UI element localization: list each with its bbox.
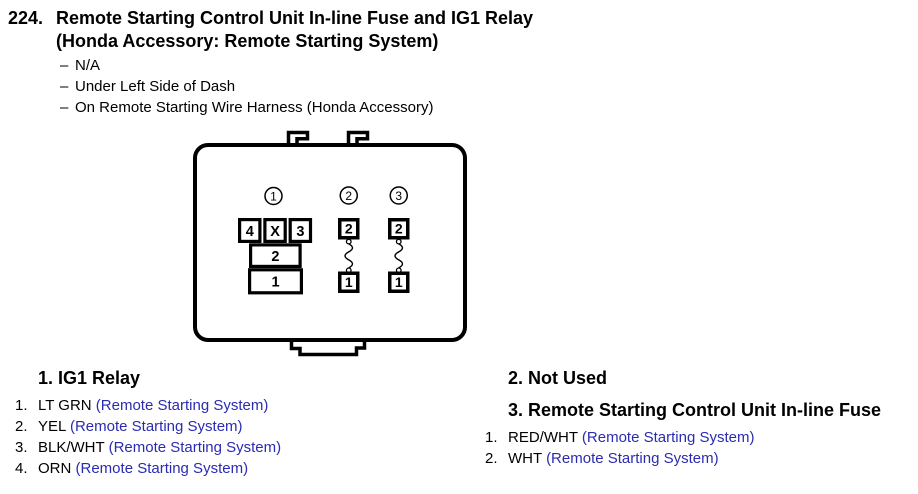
system-link[interactable]: (Remote Starting System) [75,460,249,477]
system-link[interactable]: (Remote Starting System) [546,450,719,467]
fuse-right-pin-2: 2 [395,221,403,237]
figure-number: 224. [8,8,44,28]
fuse-wire-squiggle [344,243,354,269]
svg-text:2: 2 [345,189,352,203]
item-number: 4. [15,460,28,477]
dash: – [60,99,69,116]
relay-wire-list: 1. LT GRN (Remote Starting System) 2. YEL … [15,395,281,479]
mount-tab-bottom [289,340,367,357]
mount-tab-top-right [346,130,370,145]
list-item: 1. RED/WHT (Remote Starting System) [485,427,754,448]
system-link[interactable]: (Remote Starting System) [95,397,269,414]
wire-color: RED/WHT [508,429,578,446]
system-link[interactable]: (Remote Starting System) [581,429,755,446]
legend-heading-ig1-relay: 1. IG1 Relay [38,368,141,388]
relay-pin-3: 3 [296,224,304,240]
wire-color: LT GRN [38,397,92,414]
connector-diagram-svg: 1 2 3 4 X 3 2 1 2 1 2 1 [193,130,467,357]
figure-title-line1: Remote Starting Control Unit In-line Fus… [56,8,534,28]
location-notes: –N/A –Under Left Side of Dash –On Remote… [60,55,433,118]
fuse-left-pin-1: 1 [345,274,353,290]
list-item: 2. WHT (Remote Starting System) [485,448,754,469]
svg-text:3: 3 [395,189,402,203]
fuse-symbol-right: 2 1 [388,218,410,293]
dash: – [60,57,69,74]
item-number: 2. [485,450,498,467]
relay-socket: 4 X 3 2 1 [238,218,313,295]
fuse-wire-squiggle [394,243,404,269]
system-link[interactable]: (Remote Starting System) [108,439,282,456]
list-item: 4. ORN (Remote Starting System) [15,458,281,479]
system-link[interactable]: (Remote Starting System) [69,418,243,435]
group-label-3: 3 [389,186,408,205]
wire-color: ORN [38,460,72,477]
item-number: 3. [15,439,28,456]
group-label-2: 2 [339,186,358,205]
fuse-symbol-left: 2 1 [338,218,360,293]
wire-color: WHT [508,450,542,467]
relay-pin-4: 4 [246,224,254,240]
note-text: Under Left Side of Dash [75,78,236,95]
fuse-wire-list: 1. RED/WHT (Remote Starting System) 2. WHT… [485,427,754,469]
list-item: 3. BLK/WHT (Remote Starting System) [15,437,281,458]
legend-heading-not-used: 2. Not Used [508,368,608,388]
item-number: 2. [15,418,28,435]
item-number: 1. [485,429,498,446]
relay-pin-2: 2 [271,249,279,265]
mount-tab-top-left [286,130,310,145]
note-text: On Remote Starting Wire Harness (Honda A… [75,99,434,116]
location-note: –N/A [60,55,433,76]
group-label-1: 1 [264,186,283,206]
list-item: 2. YEL (Remote Starting System) [15,416,281,437]
relay-pin-1: 1 [271,275,279,291]
location-note: –Under Left Side of Dash [60,76,433,97]
figure-title-line2: (Honda Accessory: Remote Starting System… [56,31,439,51]
svg-text:1: 1 [270,190,277,204]
relay-pin-x: X [270,224,280,240]
wire-color: YEL [38,418,66,435]
note-text: N/A [75,57,101,74]
item-number: 1. [15,397,28,414]
dash: – [60,78,69,95]
location-note: –On Remote Starting Wire Harness (Honda … [60,97,433,118]
fuse-right-pin-1: 1 [395,274,403,290]
figure-title: Remote Starting Control Unit In-line Fus… [56,7,533,53]
connector-diagram: 1 2 3 4 X 3 2 1 2 1 2 1 [180,124,480,366]
connector-outline [193,143,467,342]
legend-heading-inline-fuse: 3. Remote Starting Control Unit In-line … [508,400,882,420]
wire-color: BLK/WHT [38,439,105,456]
fuse-left-pin-2: 2 [345,221,353,237]
list-item: 1. LT GRN (Remote Starting System) [15,395,281,416]
